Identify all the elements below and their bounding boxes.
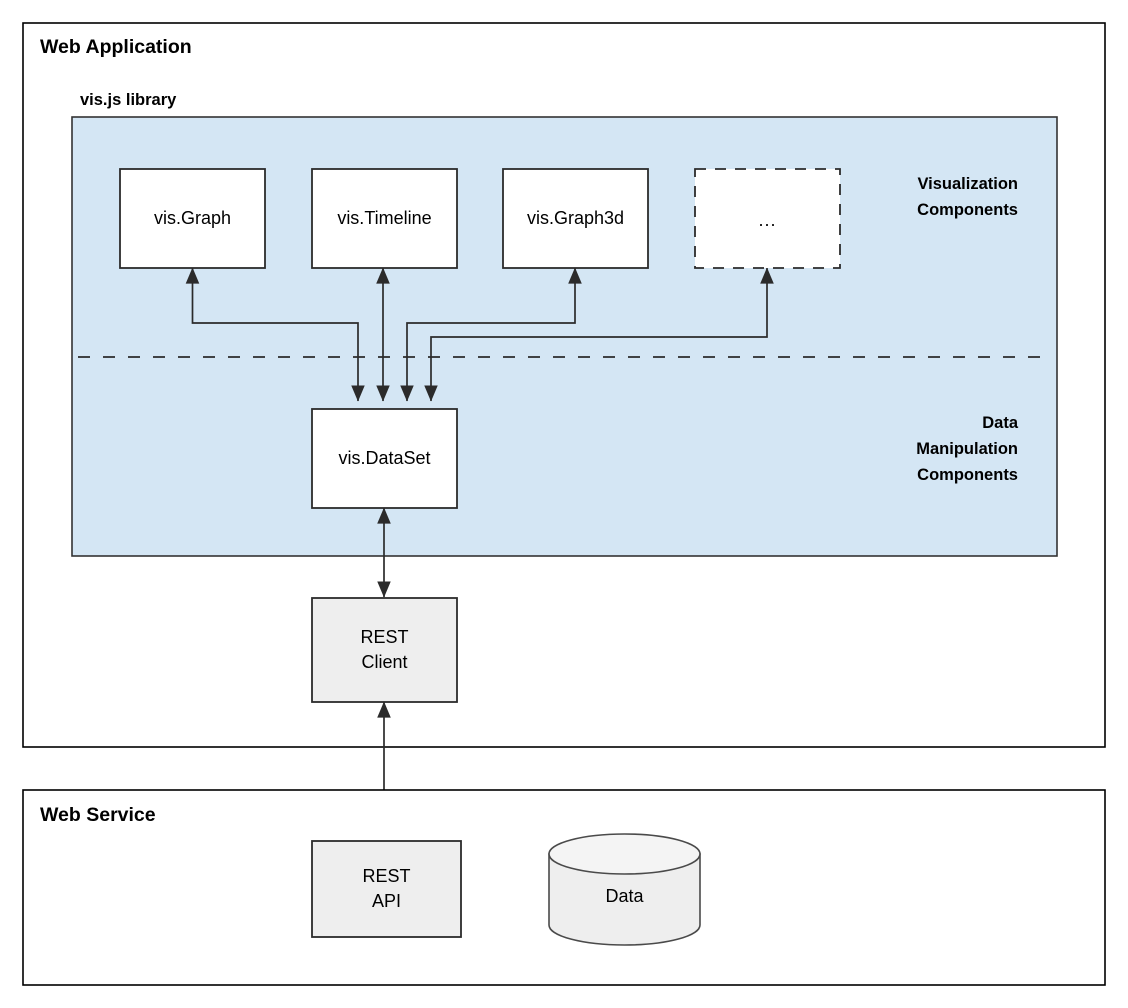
node-data-store-cylinder-top bbox=[548, 833, 701, 875]
group-label-data-manipulation-line2: Manipulation bbox=[916, 440, 1018, 458]
node-rest-api[interactable]: REST API bbox=[311, 840, 462, 938]
connector-more-components-to-dataset bbox=[424, 267, 774, 402]
node-vis-graph3d-label: vis.Graph3d bbox=[527, 208, 624, 228]
node-vis-dataset-label: vis.DataSet bbox=[338, 448, 430, 468]
group-label-visualization-components-line1: Visualization bbox=[917, 175, 1018, 193]
node-rest-api-box[interactable] bbox=[311, 840, 462, 938]
node-vis-dataset[interactable]: vis.DataSet bbox=[311, 408, 458, 509]
node-rest-client[interactable]: REST Client bbox=[311, 597, 458, 703]
node-data-store[interactable]: Data bbox=[548, 833, 701, 946]
node-vis-timeline-box[interactable] bbox=[311, 168, 458, 269]
section-title-web-application: Web Application bbox=[40, 36, 192, 58]
group-label-data-manipulation-line1: Data bbox=[982, 414, 1019, 432]
node-data-store-label: Data bbox=[605, 886, 644, 906]
node-rest-client-label-line2: Client bbox=[361, 652, 407, 672]
node-vis-graph[interactable]: vis.Graph bbox=[119, 168, 266, 269]
node-vis-timeline[interactable]: vis.Timeline bbox=[311, 168, 458, 269]
node-data-store-cylinder-body[interactable] bbox=[548, 853, 701, 946]
node-vis-graph3d-box[interactable] bbox=[502, 168, 649, 269]
node-vis-graph-box[interactable] bbox=[119, 168, 266, 269]
node-vis-graph3d[interactable]: vis.Graph3d bbox=[502, 168, 649, 269]
connector-vis-graph-to-dataset bbox=[185, 267, 365, 402]
node-rest-client-box[interactable] bbox=[311, 597, 458, 703]
node-rest-client-label-line1: REST bbox=[360, 627, 408, 647]
node-vis-graph-label: vis.Graph bbox=[154, 208, 231, 228]
panel-title-visjs-library: vis.js library bbox=[80, 91, 177, 109]
group-label-visualization-components-line2: Components bbox=[917, 201, 1018, 219]
node-rest-api-label-line2: API bbox=[372, 891, 401, 911]
node-more-components[interactable]: ... bbox=[694, 168, 841, 269]
section-title-web-service: Web Service bbox=[40, 804, 156, 826]
group-label-data-manipulation-line3: Components bbox=[917, 466, 1018, 484]
node-more-components-label: ... bbox=[758, 210, 776, 230]
node-vis-dataset-box[interactable] bbox=[311, 408, 458, 509]
node-rest-api-label-line1: REST bbox=[362, 866, 410, 886]
node-more-components-box[interactable] bbox=[694, 168, 841, 269]
node-vis-timeline-label: vis.Timeline bbox=[337, 208, 431, 228]
